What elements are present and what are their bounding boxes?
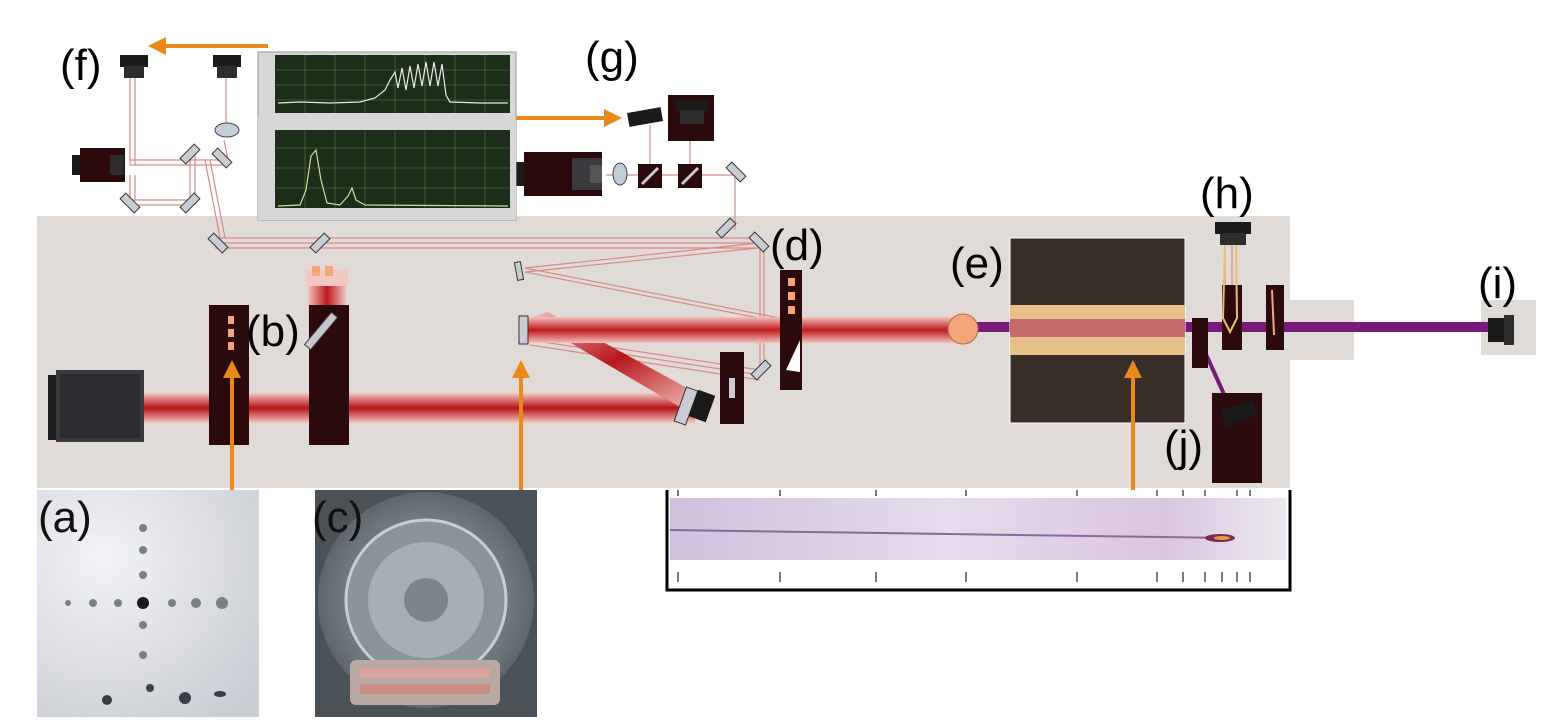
photo-aperture-plate: [37, 490, 259, 717]
label-g: (g): [585, 33, 639, 82]
oscilloscope-panel: [257, 51, 517, 221]
camera-icon: [120, 55, 1514, 427]
beam-splitter-block: [1192, 318, 1208, 368]
mirror-mount: [688, 389, 716, 423]
label-b: (b): [246, 307, 300, 356]
wedge-block-d: [780, 270, 802, 390]
label-d: (d): [770, 221, 824, 270]
main-beam-upper: [528, 317, 958, 343]
label-f: (f): [60, 41, 102, 90]
label-i: (i): [1478, 259, 1518, 308]
orange-arrows: [148, 37, 1142, 490]
label-e: (e): [950, 239, 1004, 288]
small-laser-f: [72, 148, 125, 182]
small-laser-g: [516, 152, 602, 196]
label-h: (h): [1200, 169, 1254, 218]
plasma-chamber: [1009, 237, 1186, 424]
waveplate-block: [720, 352, 744, 424]
focus-spot: [947, 313, 979, 345]
label-c: (c): [312, 493, 364, 542]
pickoff-block-b: [303, 266, 349, 445]
label-a: (a): [38, 493, 92, 542]
photo-mirror-mount: [315, 490, 537, 717]
label-j: (j): [1164, 422, 1204, 471]
mirror-icon: [119, 143, 772, 426]
laser-head-icon: [48, 370, 144, 442]
lens-icon: [214, 122, 628, 186]
plasma-channel-photo: [665, 490, 1292, 592]
beam-splitter-cubes-g: [638, 164, 702, 188]
